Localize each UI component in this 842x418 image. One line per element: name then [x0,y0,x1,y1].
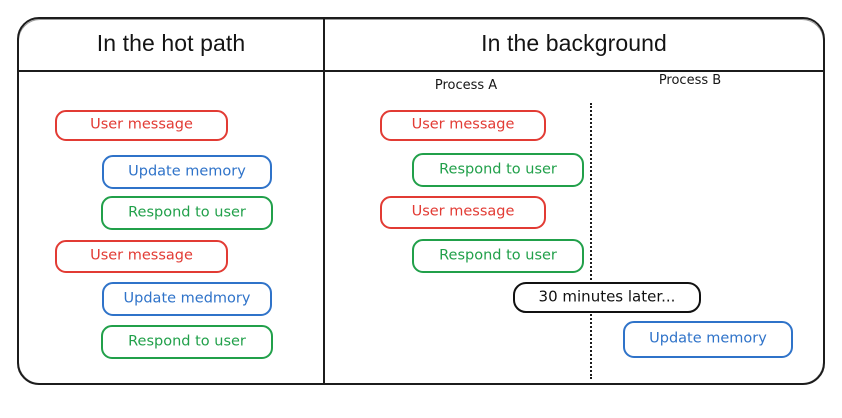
process-b-step-1: Update memory [623,321,793,358]
process-b-step-1-label: Update memory [649,330,767,347]
process-a-step-2: Respond to user [412,153,584,187]
hot-path-step-4-label: User message [90,247,193,264]
header-divider [19,70,823,72]
process-b-label: Process B [658,73,722,88]
hot-path-step-6: Respond to user [101,325,273,359]
panel-title-hot-path: In the hot path [96,30,246,56]
hot-path-step-4: User message [55,240,228,273]
hot-path-step-6-label: Respond to user [128,333,246,350]
hot-path-step-3: Respond to user [101,196,273,230]
panel-divider [323,19,325,383]
process-a-label: Process A [434,78,498,93]
hot-path-step-3-label: Respond to user [128,204,246,221]
hot-path-step-1-label: User message [90,116,193,133]
time-marker-1: 30 minutes later... [513,282,701,313]
process-a-step-4-label: Respond to user [439,247,557,264]
diagram-frame [17,17,825,385]
process-a-step-2-label: Respond to user [439,161,557,178]
process-a-step-4: Respond to user [412,239,584,273]
process-a-step-3-label: User message [411,203,515,220]
process-separator-dotted-line [590,103,592,379]
hot-path-step-5: Update medmory [102,282,272,316]
panel-title-background: In the background [481,30,667,56]
process-a-step-1: User message [380,110,546,141]
hot-path-step-2: Update memory [102,155,272,189]
time-marker-1-label: 30 minutes later... [538,287,676,306]
process-a-step-3: User message [380,196,546,229]
hot-path-step-2-label: Update memory [128,163,246,180]
hot-path-step-1: User message [55,110,228,141]
hot-path-step-5-label: Update medmory [123,290,251,307]
process-a-step-1-label: User message [411,116,515,133]
